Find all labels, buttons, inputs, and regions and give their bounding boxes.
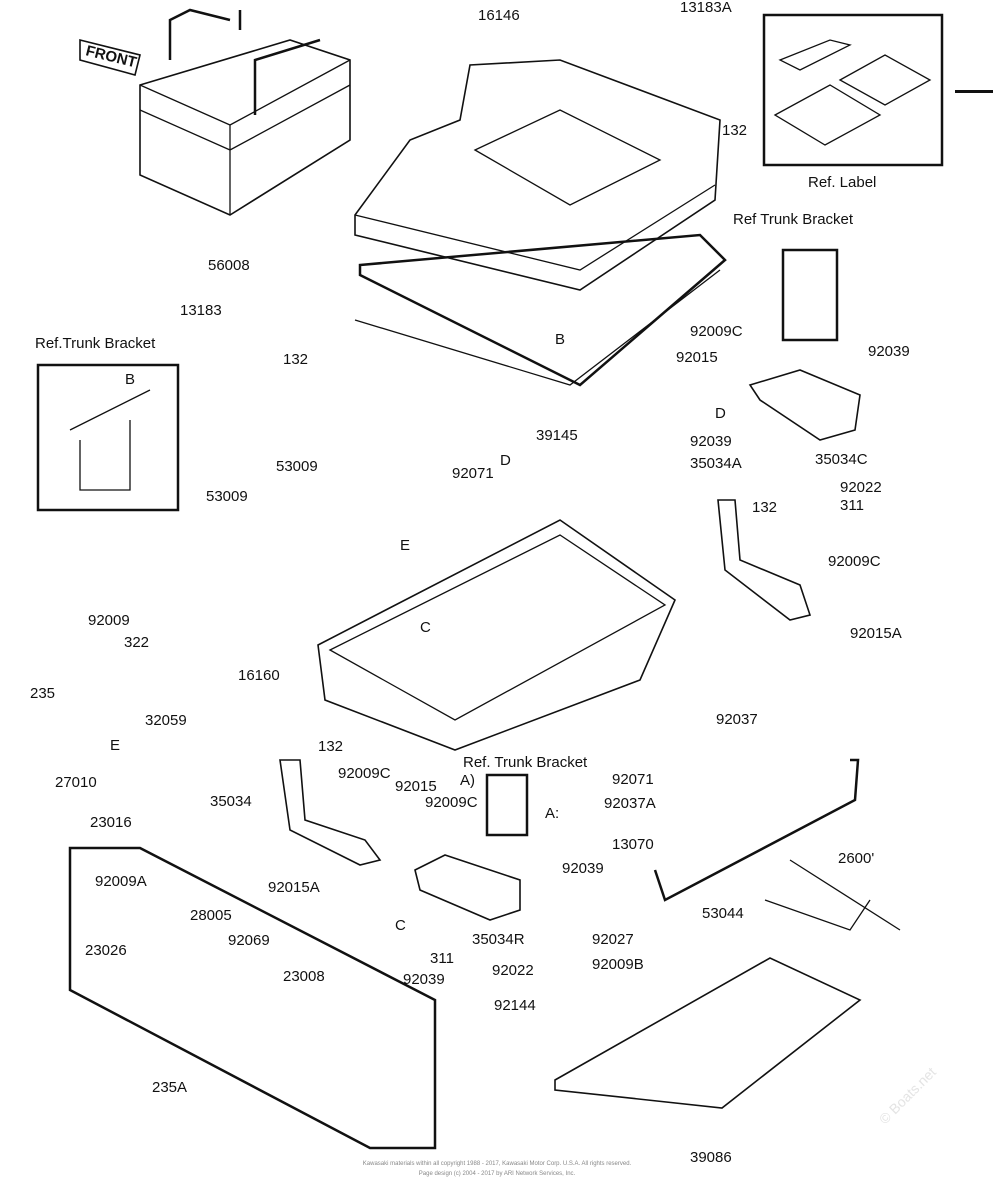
part-label[interactable]: Ref.Trunk Bracket [35,335,156,352]
part-label[interactable]: 92022 [492,962,534,979]
part-label[interactable]: B [125,371,135,388]
part-label[interactable]: 92069 [228,932,270,949]
part-label[interactable]: 35034 [210,793,252,810]
part-label[interactable]: 13183 [180,302,222,319]
part-label[interactable]: E [400,537,410,554]
mat-39086[interactable] [554,957,862,1109]
part-label[interactable]: C [395,917,406,934]
part-label[interactable]: 39086 [690,1149,732,1166]
bracket-35034a[interactable] [717,499,812,621]
kit-box-23016[interactable] [68,846,437,1150]
part-label[interactable]: 92009C [338,765,391,782]
ref-trunk-bracket-box-right [781,248,839,342]
part-label[interactable]: Ref. Trunk Bracket [463,754,588,771]
part-label[interactable]: 92015 [676,349,718,366]
part-label[interactable]: A: [545,805,559,822]
gasket-39145[interactable] [354,233,727,387]
part-label[interactable]: 92009C [828,553,881,570]
part-label[interactable]: 92009C [690,323,743,340]
copyright-line-1: Kawasaki materials within all copyright … [363,1161,632,1167]
part-label[interactable]: 92027 [592,931,634,948]
ref-label-box [762,13,944,167]
part-label[interactable]: 235A [152,1079,187,1096]
front-arrow-logo: FRONT [79,38,141,76]
part-label[interactable]: 92009 [88,612,130,629]
part-label[interactable]: 23026 [85,942,127,959]
part-label[interactable]: 13070 [612,836,654,853]
part-label[interactable]: 92009B [592,956,644,973]
part-label[interactable]: Ref. Label [808,174,876,191]
bracket-35034r[interactable] [414,854,521,921]
part-label[interactable]: 92039 [562,860,604,877]
part-label[interactable]: 92039 [403,971,445,988]
part-label[interactable]: 92071 [612,771,654,788]
watermark-text: © Boats.net [876,1064,939,1127]
part-label[interactable]: 132 [318,738,343,755]
part-label[interactable]: 92037A [604,795,656,812]
part-label[interactable]: 92009A [95,873,147,890]
part-label[interactable]: 132 [722,122,747,139]
part-label[interactable]: 53009 [276,458,318,475]
part-label[interactable]: A) [460,772,475,789]
part-label[interactable]: 23016 [90,814,132,831]
part-label[interactable]: 35034A [690,455,742,472]
part-label[interactable]: Ref Trunk Bracket [733,211,854,228]
watermarks: © Boats.net [876,1064,939,1127]
right-edge-marker [955,90,993,93]
part-label[interactable]: 53009 [206,488,248,505]
part-label[interactable]: 92009C [425,794,478,811]
trunk-56008[interactable] [139,8,351,216]
copyright-line-2: Page design (c) 2004 - 2017 by ARI Netwo… [419,1171,576,1177]
part-label[interactable]: 35034C [815,451,868,468]
part-label[interactable]: 311 [430,950,454,967]
copyright: Kawasaki materials within all copyright … [363,1161,632,1177]
part-label[interactable]: B [555,331,565,348]
part-label[interactable]: 32059 [145,712,187,729]
part-label[interactable]: 92015 [395,778,437,795]
part-label[interactable]: 92039 [868,343,910,360]
part-label[interactable]: 92022 [840,479,882,496]
part-label[interactable]: D [715,405,726,422]
part-label[interactable]: 27010 [55,774,97,791]
bracket-35034[interactable] [279,759,382,866]
part-label[interactable]: 92015A [268,879,320,896]
bracket-35034c[interactable] [748,369,861,441]
part-label[interactable]: 56008 [208,257,250,274]
part-label[interactable]: 311 [840,497,864,514]
part-label[interactable]: 28005 [190,907,232,924]
tray-16160[interactable] [317,519,676,751]
ref-trunk-bracket-box-center [485,773,529,837]
part-label[interactable]: 322 [124,634,149,651]
part-label[interactable]: 53044 [702,905,744,922]
part-label[interactable]: 92015A [850,625,902,642]
part-label[interactable]: 92144 [494,997,536,1014]
lid-16146[interactable] [354,59,721,291]
bar-53044[interactable] [653,758,860,902]
part-label[interactable]: 23008 [283,968,325,985]
part-label[interactable]: 35034R [472,931,525,948]
part-label[interactable]: 2600' [838,850,874,867]
part-label[interactable]: 132 [752,499,777,516]
part-label[interactable]: 92037 [716,711,758,728]
harness-26001[interactable] [764,859,901,931]
part-label[interactable]: 235 [30,685,55,702]
part-label[interactable]: D [500,452,511,469]
part-label[interactable]: 16146 [478,7,520,24]
part-label[interactable]: 92039 [690,433,732,450]
part-label[interactable]: 39145 [536,427,578,444]
part-label[interactable]: 132 [283,351,308,368]
part-label[interactable]: E [110,737,120,754]
part-label[interactable]: C [420,619,431,636]
ref-trunk-bracket-box-left [36,363,180,512]
part-label[interactable]: 13183A [680,0,732,16]
part-label[interactable]: 92071 [452,465,494,482]
part-label[interactable]: 16160 [238,667,280,684]
